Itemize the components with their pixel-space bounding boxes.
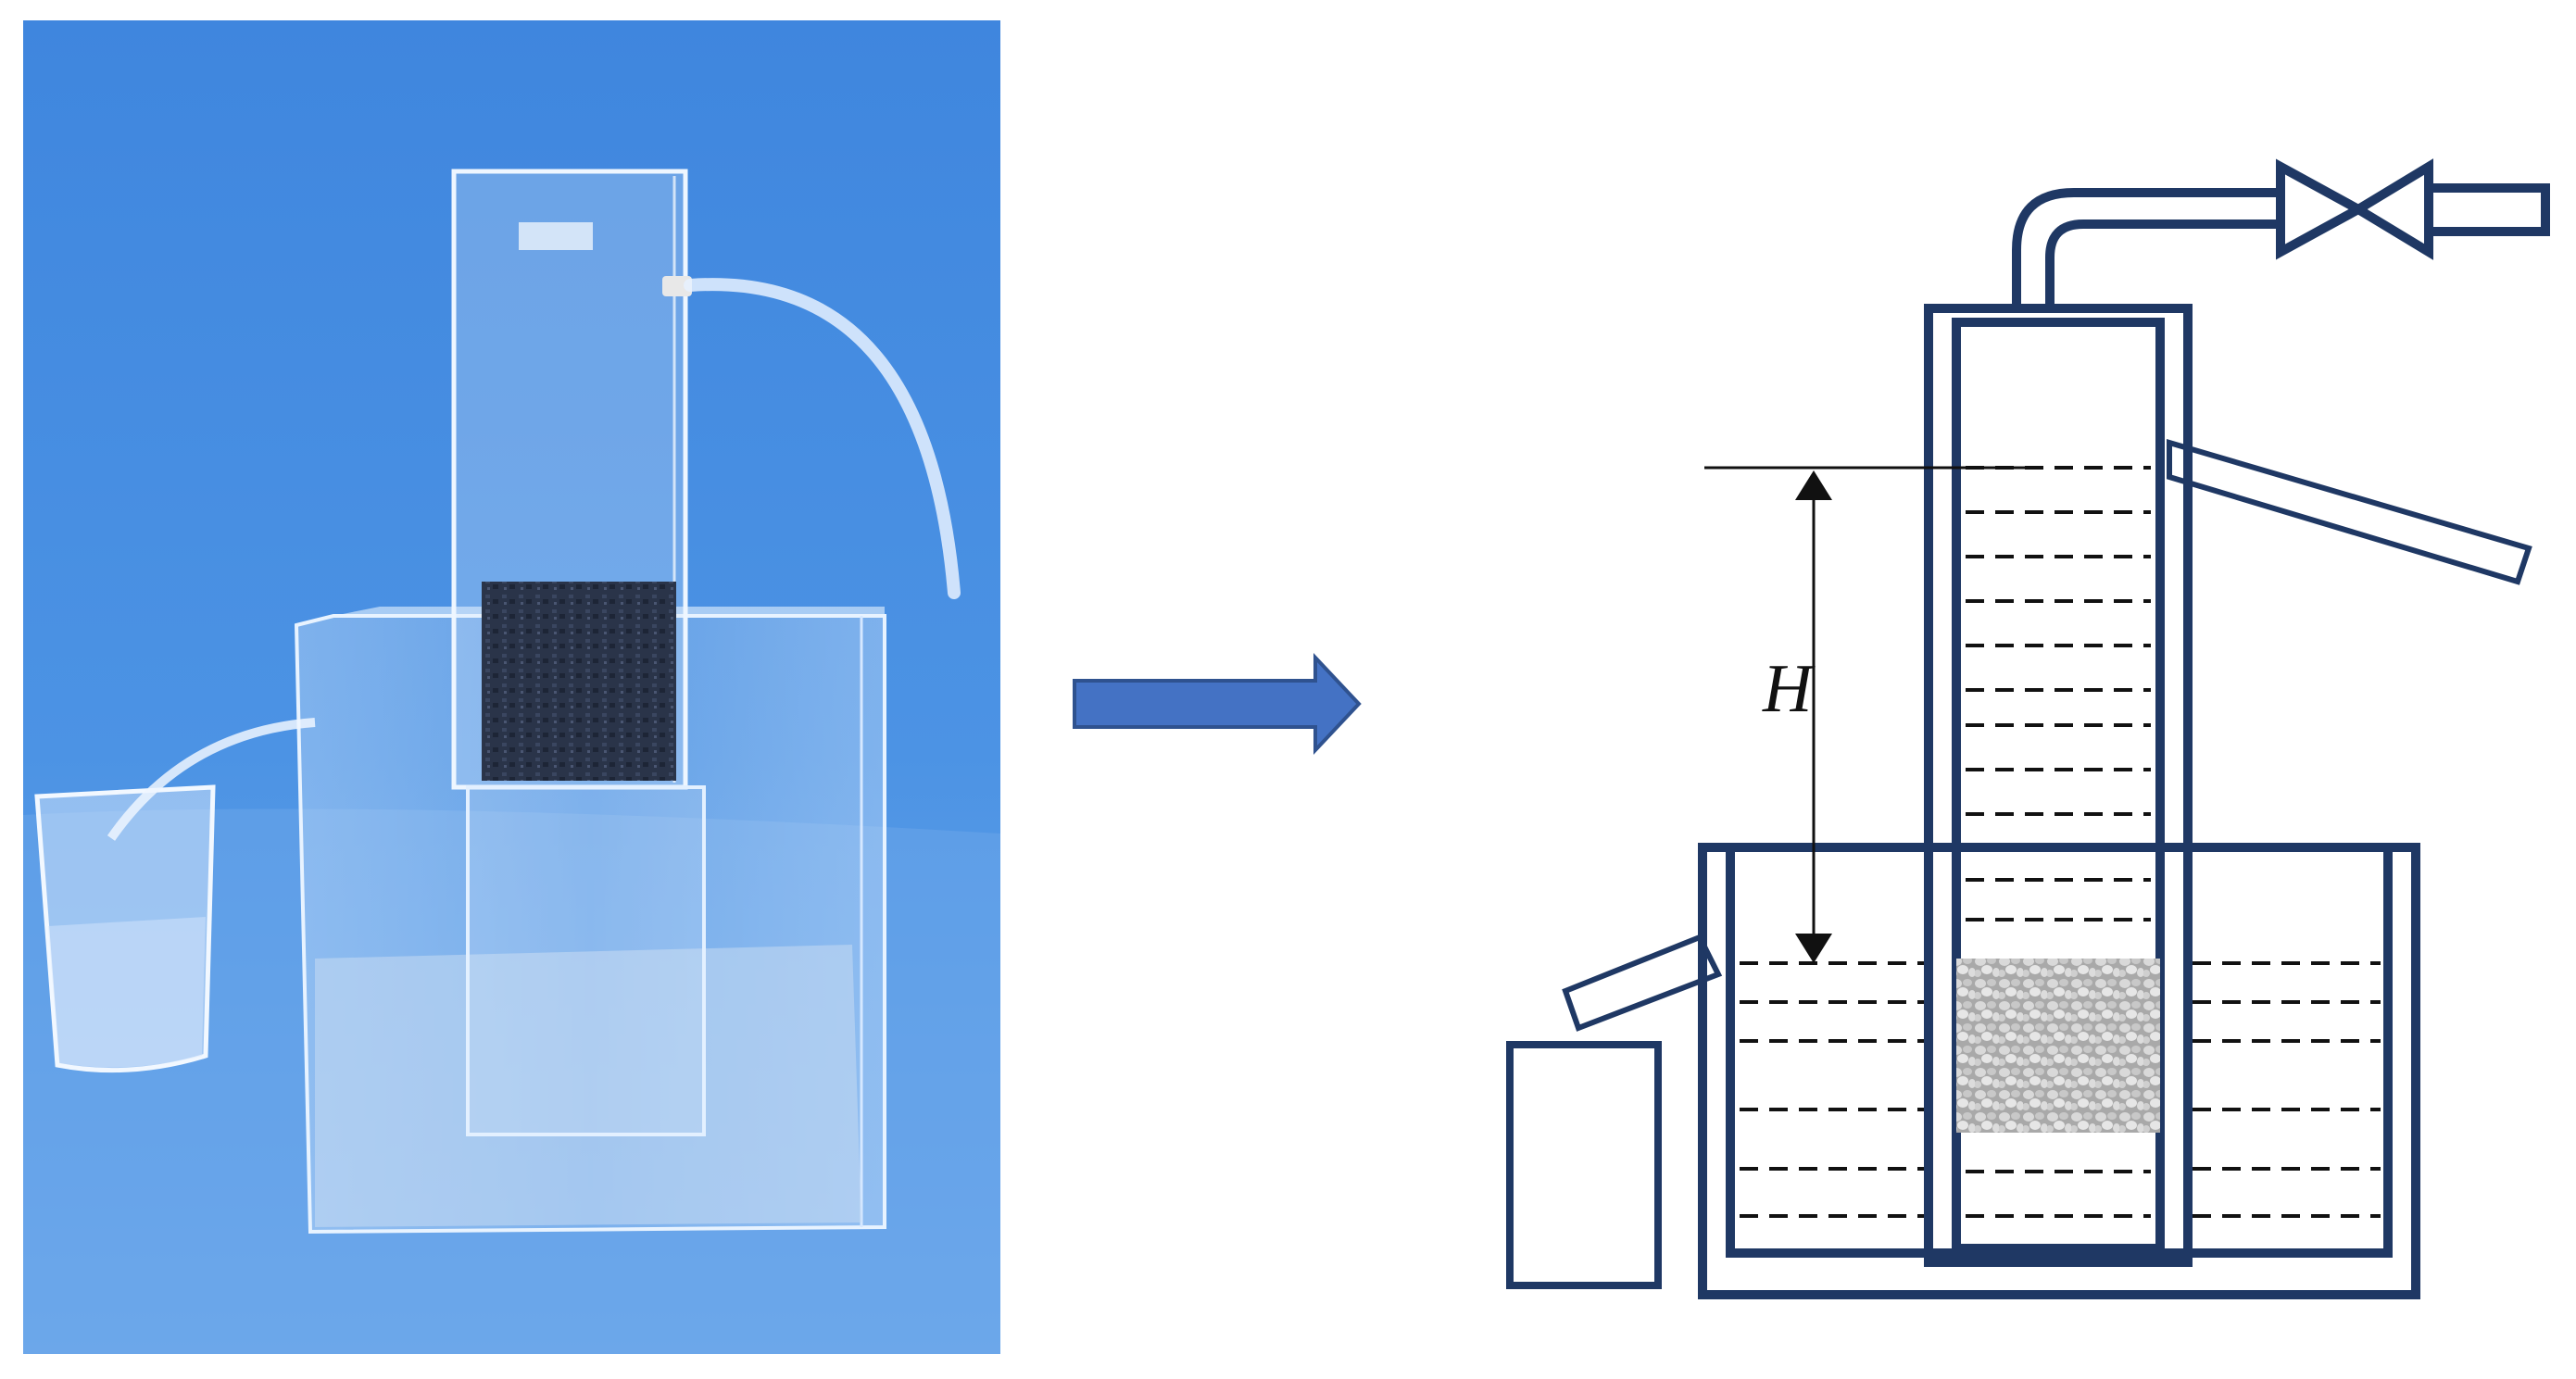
column-overflow-pipe <box>2167 438 2532 585</box>
flow-arrow <box>1073 652 1362 756</box>
outlet-tube <box>662 276 961 599</box>
collection-container <box>1506 1041 1662 1289</box>
tank-overflow-pipe <box>1562 934 1723 1032</box>
tank-water-lines <box>1740 961 2381 1218</box>
dark-specimen <box>482 582 676 781</box>
schematic <box>1506 158 2550 1299</box>
gravel-specimen <box>1956 959 2160 1133</box>
head-label: H <box>1762 651 1816 727</box>
beaker <box>34 718 316 1073</box>
top-pipe <box>2012 188 2281 308</box>
valve-icon-right <box>2349 158 2433 260</box>
arrow-down-icon <box>1795 934 1832 963</box>
valve-icon <box>2276 158 2369 260</box>
inlet-pipe <box>2424 183 2550 236</box>
column-outer-wall <box>1924 304 2193 1267</box>
glass-tank <box>294 607 886 1235</box>
glass-column <box>451 169 706 1136</box>
column-inner-wall <box>1952 318 2165 1253</box>
experiment-photo <box>23 20 1000 1354</box>
head-annotation <box>1704 466 2038 963</box>
arrow-up-icon <box>1795 470 1832 500</box>
